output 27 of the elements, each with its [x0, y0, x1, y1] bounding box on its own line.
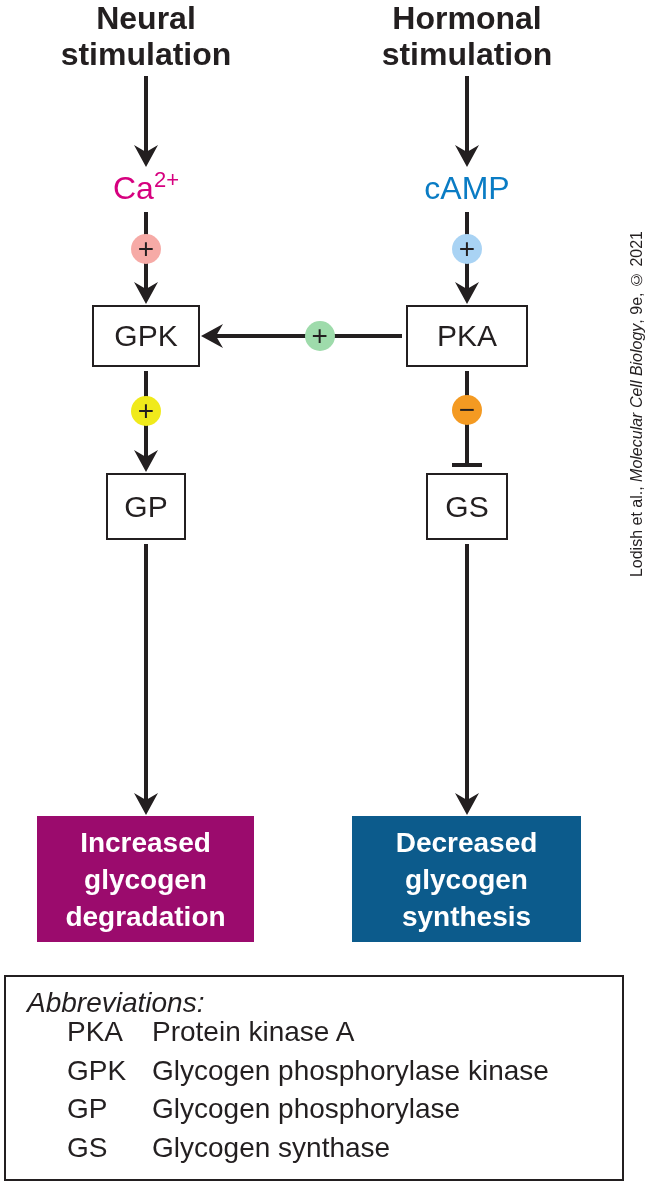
abbreviation: GP — [67, 1092, 108, 1126]
edge-label: + — [131, 396, 161, 427]
credit-line: Lodish et al., Molecular Cell Biology, 9e, © 2021 — [627, 230, 646, 577]
edge-label: + — [131, 233, 161, 264]
arrow — [134, 76, 158, 167]
edge-label: − — [452, 395, 482, 426]
outcome-box: Increased glycogen degradation — [37, 816, 254, 942]
arrow — [134, 544, 158, 815]
arrow — [455, 544, 479, 815]
abbreviation: GS — [67, 1130, 108, 1165]
process-box: GS — [426, 473, 508, 540]
abbreviation-definition: Glycogen synthase — [152, 1130, 391, 1165]
edge-label: + — [304, 321, 335, 351]
process-box: GP — [106, 473, 186, 540]
outcome-box: Decreased glycogen synthesis — [352, 816, 581, 942]
abbreviation-definition: Glycogen phosphorylase kinase — [152, 1053, 549, 1088]
abbreviations-box — [4, 975, 624, 1181]
process-box: GPK — [92, 305, 200, 367]
abbreviation-definition: Glycogen phosphorylase — [152, 1092, 461, 1126]
arrow — [455, 76, 479, 167]
process-box: PKA — [406, 305, 528, 367]
abbreviation: GPK — [67, 1053, 127, 1088]
messenger-label: Ca$^{2+}$ — [110, 168, 182, 208]
stimulus-label: Hormonal stimulation — [377, 0, 557, 72]
stimulus-label: Neural stimulation — [56, 0, 236, 72]
messenger-label: cAMP — [421, 168, 513, 208]
edge-label: + — [452, 233, 482, 264]
